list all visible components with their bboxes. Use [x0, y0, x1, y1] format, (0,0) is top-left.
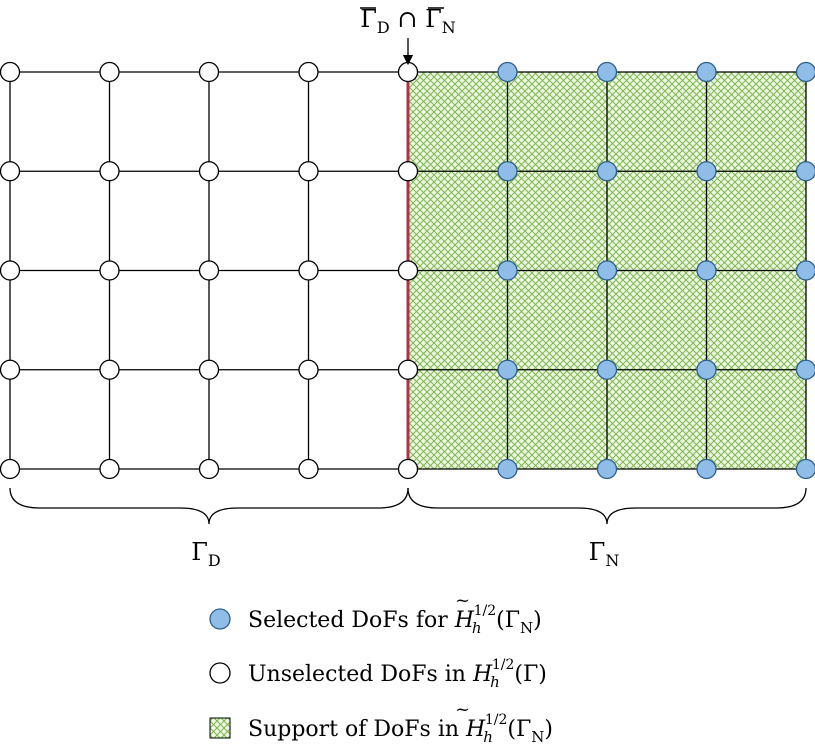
selected-dof-node	[596, 61, 618, 83]
label-gamma-n: ΓN	[589, 538, 620, 570]
unselected-dof-node	[397, 161, 419, 182]
legend-unselected-math-main: H	[472, 662, 493, 687]
selected-dof-node	[795, 61, 815, 83]
unselected-dof-node	[99, 260, 120, 281]
selected-dof-node	[497, 161, 518, 182]
selected-dof-node	[497, 61, 518, 83]
intersection-cap: ∩	[390, 5, 425, 33]
selected-dof-node	[795, 359, 815, 380]
intersection-label: ΓD ∩ ΓN	[360, 5, 456, 37]
legend-unselected-math-sub: h	[490, 673, 500, 691]
selected-dof-node	[795, 161, 815, 182]
unselected-dof-node	[397, 61, 419, 83]
legend-unselected-text: Unselected DoFs in Hh1/2(Γ)	[248, 657, 547, 691]
selected-dof-node	[696, 359, 717, 380]
unselected-dof-node	[397, 458, 419, 480]
unselected-dof-node	[198, 458, 220, 480]
legend-selected-symbol	[209, 608, 231, 630]
selected-dof-node	[696, 260, 717, 281]
unselected-dof-node	[0, 161, 21, 182]
unselected-dof-node	[198, 260, 220, 281]
legend-selected-math-main: H	[454, 608, 475, 633]
unselected-dof-node	[198, 359, 220, 380]
unselected-dof-node	[298, 458, 319, 480]
legend-unselected-symbol	[209, 662, 231, 684]
intersection-sub-n: N	[442, 18, 456, 37]
unselected-dof-node	[298, 161, 319, 182]
legend-support-math-main: H	[465, 717, 486, 742]
unselected-dof-node	[198, 161, 220, 182]
legend: Selected DoFs for Hh1/2(ΓN) ~ Unselected…	[209, 590, 553, 746]
legend-unselected-math-arg: (Γ	[514, 662, 538, 687]
legend-selected-math-arg-sub: N	[520, 619, 533, 637]
selected-dof-node	[795, 260, 815, 281]
label-gamma-d: ΓD	[191, 538, 220, 570]
dof-nodes	[0, 61, 815, 480]
selected-dof-node	[497, 260, 518, 281]
unselected-dof-node	[397, 359, 419, 380]
legend-support-math-sup: 1/2	[485, 712, 508, 728]
selected-dof-node	[696, 458, 717, 480]
unselected-dof-node	[99, 61, 120, 83]
legend-unselected-label: Unselected DoFs in	[248, 662, 473, 687]
unselected-dof-node	[298, 61, 319, 83]
selected-dof-node	[795, 458, 815, 480]
legend-selected-tilde: ~	[455, 590, 470, 611]
legend-support-tilde: ~	[455, 699, 470, 720]
selected-dof-node	[696, 61, 717, 83]
brace-neumann	[407, 487, 807, 525]
legend-selected-math-close: )	[533, 608, 542, 633]
selected-dof-node	[596, 359, 618, 380]
legend-unselected-math-sup: 1/2	[492, 657, 515, 673]
unselected-dof-node	[198, 61, 220, 83]
label-gamma-d-main: Γ	[191, 538, 208, 566]
selected-dof-node	[696, 161, 717, 182]
label-gamma-n-sub: N	[605, 551, 619, 570]
intersection-sub-d: D	[377, 18, 390, 37]
legend-unselected-math-close: )	[538, 662, 547, 687]
legend-support-math-arg-sub: N	[531, 728, 544, 746]
unselected-dof-node	[397, 260, 419, 281]
intersection-gamma-n: Γ	[425, 5, 442, 33]
selected-dof-node	[497, 458, 518, 480]
legend-support-math-arg: (Γ	[507, 717, 531, 742]
label-gamma-d-sub: D	[208, 551, 221, 570]
legend-support-math-close: )	[544, 717, 553, 742]
legend-selected-math-sup: 1/2	[474, 603, 497, 619]
label-gamma-n-main: Γ	[589, 538, 606, 566]
unselected-dof-node	[99, 359, 120, 380]
unselected-dof-node	[298, 260, 319, 281]
legend-selected-label: Selected DoFs for	[248, 608, 455, 633]
selected-dof-node	[596, 260, 618, 281]
legend-support-symbol	[209, 717, 231, 739]
legend-selected-text: Selected DoFs for Hh1/2(ΓN)	[248, 603, 542, 637]
legend-selected-math-arg: (Γ	[496, 608, 520, 633]
legend-support-text: Support of DoFs in Hh1/2(ΓN)	[248, 712, 553, 746]
unselected-dof-node	[0, 359, 21, 380]
unselected-dof-node	[0, 260, 21, 281]
selected-dof-node	[596, 458, 618, 480]
unselected-dof-node	[0, 61, 21, 83]
unselected-dof-node	[0, 458, 21, 480]
legend-selected-math-sub: h	[472, 619, 482, 637]
legend-support-math-sub: h	[483, 728, 493, 746]
selected-dof-node	[497, 359, 518, 380]
unselected-dof-node	[99, 458, 120, 480]
selected-dof-node	[596, 161, 618, 182]
unselected-dof-node	[298, 359, 319, 380]
brace-dirichlet	[9, 487, 409, 525]
legend-support-label: Support of DoFs in	[248, 717, 466, 742]
intersection-gamma-d: Γ	[360, 5, 377, 33]
unselected-dof-node	[99, 161, 120, 182]
